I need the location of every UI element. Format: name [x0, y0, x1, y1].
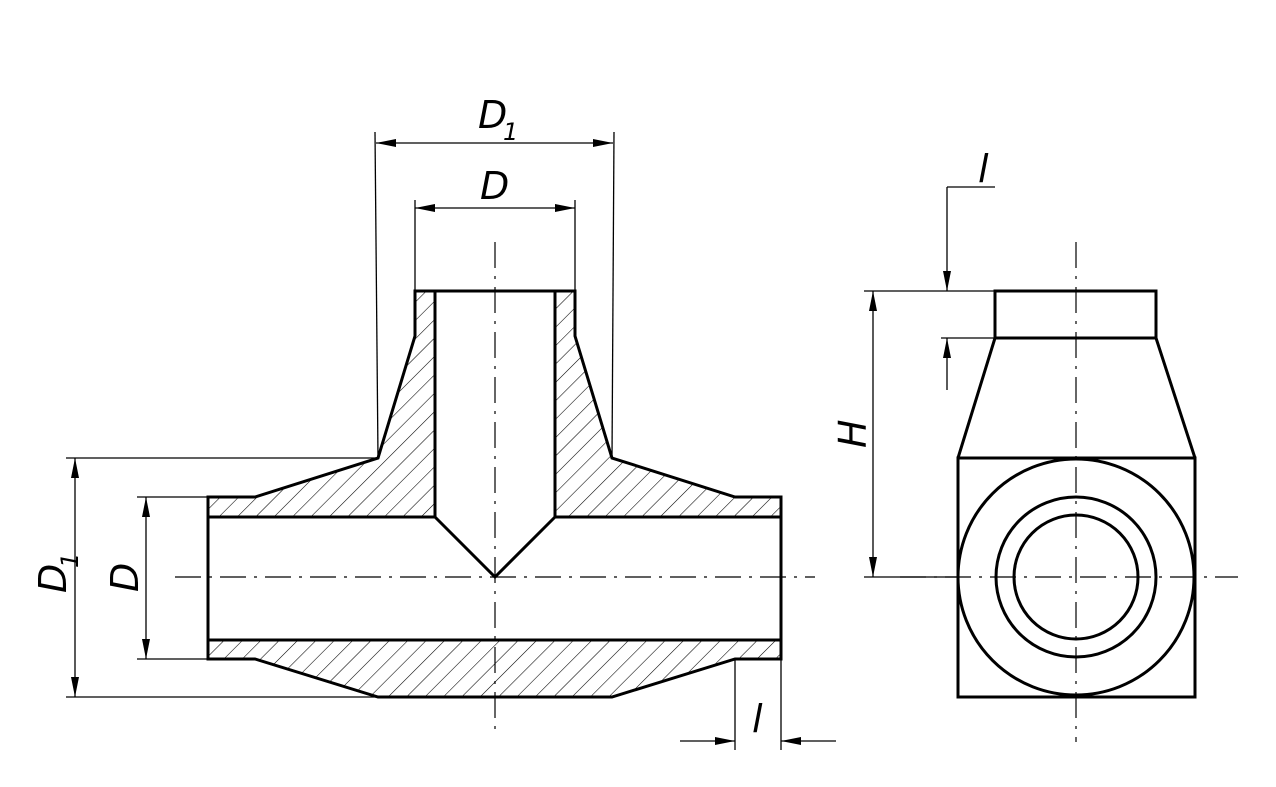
label-d1-left: D [31, 564, 75, 593]
dimension-d1-left: D 1 [31, 457, 378, 698]
label-h: H [831, 419, 875, 448]
outer-contour [206, 289, 783, 699]
dimension-h: H [831, 290, 995, 578]
dimension-l-bottom: l [680, 659, 836, 750]
dimension-d-top: D [414, 164, 576, 291]
section-view: D 1 D D 1 D [31, 93, 836, 750]
label-d1-top-sub: 1 [503, 118, 518, 146]
label-d1-left-sub: 1 [56, 553, 84, 568]
label-d1-top: D [478, 93, 507, 137]
side-view: H l [831, 147, 1238, 742]
branch-cone [956, 337, 1197, 459]
dimension-d-left: D [103, 496, 208, 660]
label-d-top: D [480, 164, 509, 208]
label-l-side: l [978, 147, 989, 191]
dimension-d1-top: D 1 [374, 93, 615, 459]
label-l-bottom: l [752, 697, 763, 741]
bore-cavity [208, 291, 781, 640]
label-d-left: D [103, 563, 147, 592]
dimension-l-side: l [941, 147, 995, 390]
